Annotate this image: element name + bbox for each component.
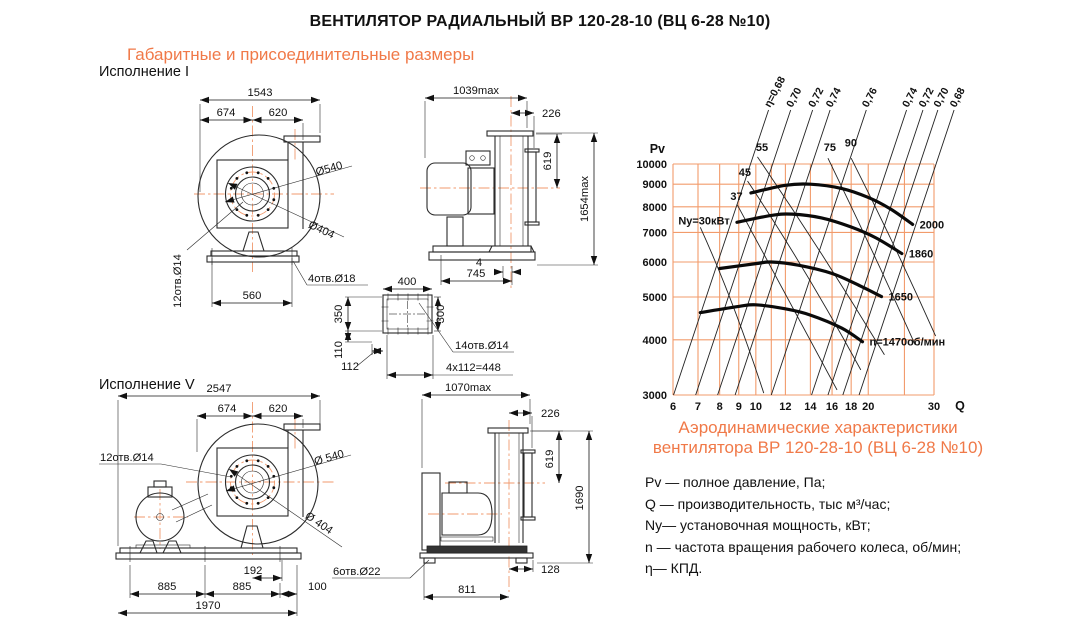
svg-text:90: 90 bbox=[845, 138, 857, 150]
chart-caption-line2: вентилятора ВР 120-28-10 (ВЦ 6-28 №10) bbox=[652, 438, 984, 457]
dimensions-heading: Габаритные и присоединительные размеры bbox=[127, 45, 475, 64]
svg-text:0,70: 0,70 bbox=[931, 86, 951, 110]
aero-chart: 6 7 8 9 10 12 14 16 18 20 30 3000 4000 5000 6000 7000 80… bbox=[630, 70, 1030, 425]
drawing-exec5-front: 2547 674 620 12отв.Ø14 Ø 540 Ø 404 192 bbox=[99, 383, 352, 617]
drawing-exec1-side: 1039max 226 619 1654max 4 745 bbox=[420, 85, 598, 288]
flange-hole-marks bbox=[381, 293, 434, 335]
dim-560: 560 bbox=[243, 290, 262, 302]
svg-text:75: 75 bbox=[824, 142, 836, 154]
svg-text:9: 9 bbox=[736, 401, 742, 413]
dim-619: 619 bbox=[544, 450, 556, 469]
svg-text:45: 45 bbox=[739, 167, 751, 179]
dim-1070max: 1070max bbox=[445, 382, 491, 394]
dim-12-holes: 12отв.Ø14 bbox=[172, 254, 184, 308]
svg-text:0,68: 0,68 bbox=[948, 86, 968, 110]
dim-350: 350 bbox=[333, 305, 345, 324]
svg-text:1650: 1650 bbox=[888, 292, 912, 304]
svg-text:n=1470об/мин: n=1470об/мин bbox=[869, 337, 945, 349]
dim-2547: 2547 bbox=[207, 383, 232, 395]
chart-caption-line1: Аэродинамические характеристики bbox=[678, 418, 958, 437]
dim-674: 674 bbox=[217, 107, 236, 119]
chart-legend: Pv — полное давление, Па; Q — производит… bbox=[645, 472, 961, 580]
svg-text:Ny=30кВт: Ny=30кВт bbox=[678, 215, 730, 227]
dim-226: 226 bbox=[542, 108, 561, 120]
svg-text:0,74: 0,74 bbox=[900, 86, 920, 110]
dim-flange-diameter: Ø 540 bbox=[313, 448, 346, 468]
dim-1543: 1543 bbox=[248, 87, 273, 99]
exec5-label: Исполнение V bbox=[99, 377, 195, 393]
svg-text:Q: Q bbox=[955, 399, 965, 413]
dim-1970: 1970 bbox=[196, 600, 221, 612]
dim-619: 619 bbox=[542, 152, 554, 171]
dim-620: 620 bbox=[269, 107, 288, 119]
svg-text:37: 37 bbox=[730, 191, 742, 203]
svg-text:1860: 1860 bbox=[909, 249, 933, 261]
svg-text:5000: 5000 bbox=[643, 292, 667, 304]
svg-text:8: 8 bbox=[717, 401, 723, 413]
dim-885-a: 885 bbox=[158, 581, 177, 593]
svg-text:7: 7 bbox=[695, 401, 701, 413]
svg-text:Pv: Pv bbox=[650, 142, 665, 156]
svg-text:30: 30 bbox=[928, 401, 940, 413]
dim-100: 100 bbox=[308, 581, 327, 593]
svg-text:20: 20 bbox=[862, 401, 874, 413]
legend-item-pv: Pv — полное давление, Па; bbox=[645, 474, 826, 490]
svg-text:10: 10 bbox=[750, 401, 762, 413]
dim-14-holes: 14отв.Ø14 bbox=[455, 340, 509, 352]
svg-text:7000: 7000 bbox=[643, 227, 667, 239]
dim-811: 811 bbox=[458, 584, 476, 596]
svg-text:0,74: 0,74 bbox=[824, 86, 844, 110]
svg-text:6000: 6000 bbox=[643, 257, 667, 269]
dim-745: 745 bbox=[467, 268, 486, 280]
svg-text:0,72: 0,72 bbox=[806, 86, 826, 110]
svg-text:9000: 9000 bbox=[643, 179, 667, 191]
svg-text:3000: 3000 bbox=[643, 390, 667, 402]
dim-620: 620 bbox=[269, 403, 288, 415]
dim-226: 226 bbox=[541, 408, 560, 420]
dim-110: 110 bbox=[333, 341, 345, 359]
dim-6-holes: 6отв.Ø22 bbox=[333, 566, 381, 578]
svg-text:12: 12 bbox=[779, 401, 791, 413]
dim-flange-diameter: Ø540 bbox=[314, 160, 344, 179]
dim-inlet-diameter: Ø404 bbox=[306, 219, 336, 241]
legend-item-q: Q — производительность, тыс м³/час; bbox=[645, 495, 891, 512]
svg-text:0,76: 0,76 bbox=[860, 86, 880, 110]
svg-text:16: 16 bbox=[826, 401, 838, 413]
chart-caption: Аэродинамические характеристики вентилят… bbox=[622, 418, 1014, 458]
dim-400: 400 bbox=[398, 276, 417, 288]
dim-4x112: 4x112=448 bbox=[446, 362, 501, 374]
dim-1654max: 1654max bbox=[579, 176, 591, 222]
svg-text:2000: 2000 bbox=[920, 219, 944, 231]
dim-1039max: 1039max bbox=[453, 85, 499, 97]
dim-300: 300 bbox=[435, 305, 447, 324]
legend-item-eta: η— КПД. bbox=[645, 560, 703, 576]
dim-674: 674 bbox=[218, 403, 237, 415]
svg-text:18: 18 bbox=[845, 401, 857, 413]
svg-text:4000: 4000 bbox=[643, 335, 667, 347]
drawing-exec5-side: 1070max 226 619 1690 6отв.Ø22 128 811 bbox=[332, 382, 593, 601]
dim-128: 128 bbox=[541, 564, 560, 576]
exec1-label: Исполнение I bbox=[99, 64, 190, 80]
dim-885-b: 885 bbox=[233, 581, 252, 593]
svg-text:8000: 8000 bbox=[643, 202, 667, 214]
dim-4: 4 bbox=[476, 257, 482, 269]
dim-112: 112 bbox=[341, 361, 359, 373]
svg-text:14: 14 bbox=[804, 401, 817, 413]
legend-item-n: n — частота вращения рабочего колеса, об… bbox=[645, 538, 962, 555]
svg-text:6: 6 bbox=[670, 401, 676, 413]
legend-item-ny: Ny— установочная мощность, кВт; bbox=[645, 517, 871, 533]
page-title: ВЕНТИЛЯТОР РАДИАЛЬНЫЙ ВР 120-28-10 (ВЦ 6… bbox=[309, 13, 771, 30]
dim-12-holes: 12отв.Ø14 bbox=[100, 452, 154, 464]
drawing-flange-detail: 400 300 350 110 112 4x112=448 14отв.Ø14 bbox=[333, 276, 514, 379]
svg-text:55: 55 bbox=[756, 142, 768, 154]
svg-text:0,70: 0,70 bbox=[784, 86, 804, 110]
drawing-exec1-front: 1543 674 620 Ø540 Ø404 12отв.Ø14 560 4от… bbox=[172, 87, 368, 308]
dim-1690: 1690 bbox=[574, 486, 586, 511]
dim-4-holes: 4отв.Ø18 bbox=[308, 273, 356, 285]
dim-192: 192 bbox=[244, 565, 263, 577]
svg-text:10000: 10000 bbox=[636, 159, 667, 171]
